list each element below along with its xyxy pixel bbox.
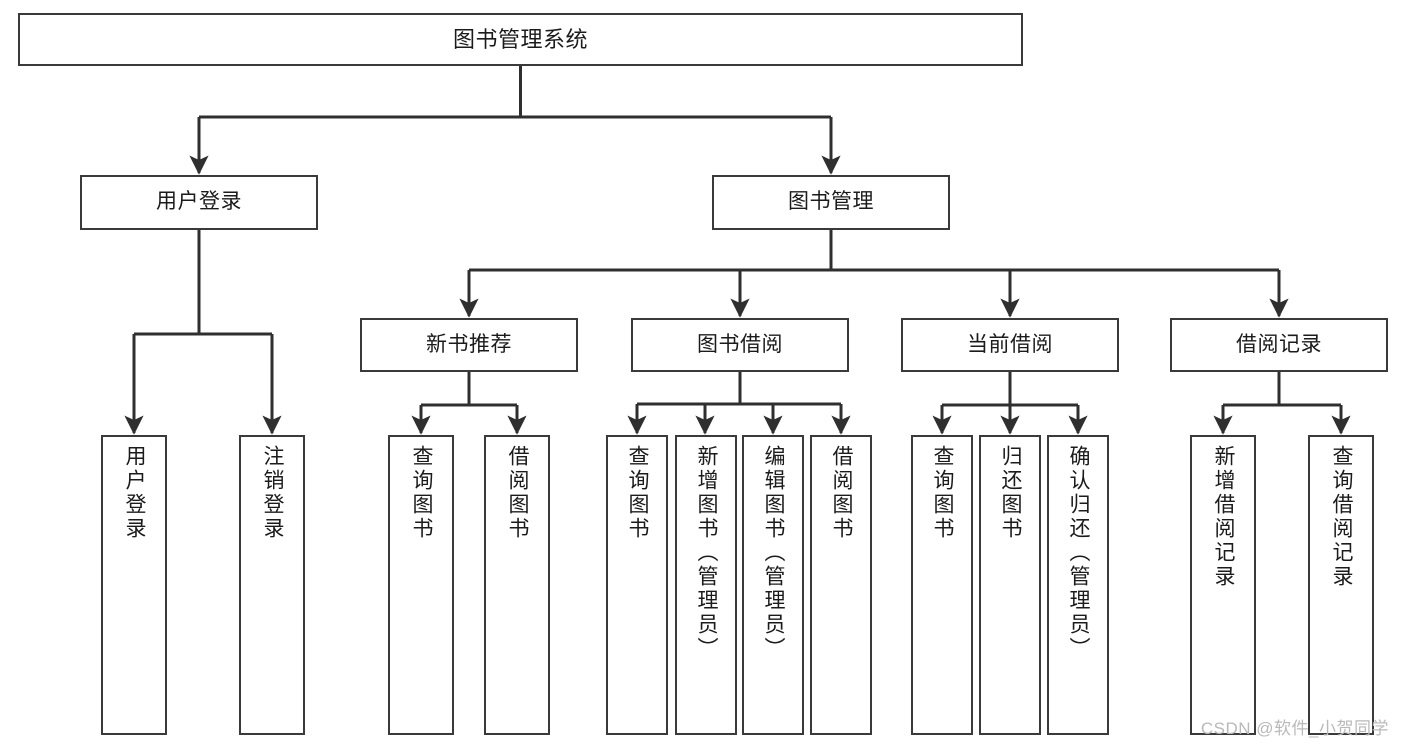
leaf-bb-add-book-label: 新增图书（管理员） (695, 445, 719, 661)
leaf-bb-edit-book[interactable]: 编辑图书（管理员） (742, 435, 804, 735)
leaf-rec-borrow-book[interactable]: 借阅图书 (484, 435, 550, 735)
node-book-borrow-label: 图书借阅 (697, 332, 783, 356)
leaf-rec-query-book[interactable]: 查询图书 (388, 435, 454, 735)
leaf-cb-return-book-label: 归还图书 (999, 445, 1023, 541)
node-new-book-recommendation[interactable]: 新书推荐 (360, 318, 578, 372)
leaf-bb-query-book-label: 查询图书 (626, 445, 650, 541)
leaf-cb-confirm-return[interactable]: 确认归还（管理员） (1047, 435, 1109, 735)
leaf-br-query-record-label: 查询借阅记录 (1330, 445, 1354, 589)
node-user-login[interactable]: 用户登录 (80, 175, 318, 230)
leaf-rec-query-book-label: 查询图书 (410, 445, 434, 541)
node-current-borrow-label: 当前借阅 (967, 332, 1053, 356)
node-borrow-record[interactable]: 借阅记录 (1170, 318, 1388, 372)
leaf-cb-return-book[interactable]: 归还图书 (979, 435, 1041, 735)
leaf-br-add-record[interactable]: 新增借阅记录 (1190, 435, 1256, 735)
leaf-user-login-label: 用户登录 (123, 445, 147, 541)
leaf-logout-login[interactable]: 注销登录 (239, 435, 305, 735)
leaf-cb-query-book-label: 查询图书 (931, 445, 955, 541)
node-borrow-record-label: 借阅记录 (1236, 332, 1322, 356)
leaf-bb-edit-book-label: 编辑图书（管理员） (762, 445, 786, 661)
leaf-user-login[interactable]: 用户登录 (101, 435, 167, 735)
leaf-bb-query-book[interactable]: 查询图书 (606, 435, 668, 735)
node-user-login-label: 用户登录 (156, 190, 242, 214)
node-root-label: 图书管理系统 (452, 26, 588, 52)
leaf-cb-confirm-return-label: 确认归还（管理员） (1067, 445, 1091, 661)
node-new-book-recommendation-label: 新书推荐 (426, 332, 512, 356)
node-book-borrow[interactable]: 图书借阅 (631, 318, 849, 372)
node-book-manage[interactable]: 图书管理 (712, 175, 950, 230)
node-root[interactable]: 图书管理系统 (18, 13, 1023, 66)
leaf-bb-borrow-book[interactable]: 借阅图书 (810, 435, 872, 735)
leaf-br-add-record-label: 新增借阅记录 (1212, 445, 1236, 589)
leaf-bb-add-book[interactable]: 新增图书（管理员） (675, 435, 737, 735)
leaf-br-query-record[interactable]: 查询借阅记录 (1308, 435, 1374, 735)
leaf-bb-borrow-book-label: 借阅图书 (830, 445, 854, 541)
leaf-cb-query-book[interactable]: 查询图书 (911, 435, 973, 735)
node-book-manage-label: 图书管理 (788, 190, 874, 214)
node-current-borrow[interactable]: 当前借阅 (901, 318, 1119, 372)
leaf-logout-login-label: 注销登录 (261, 445, 285, 541)
leaf-rec-borrow-book-label: 借阅图书 (506, 445, 530, 541)
